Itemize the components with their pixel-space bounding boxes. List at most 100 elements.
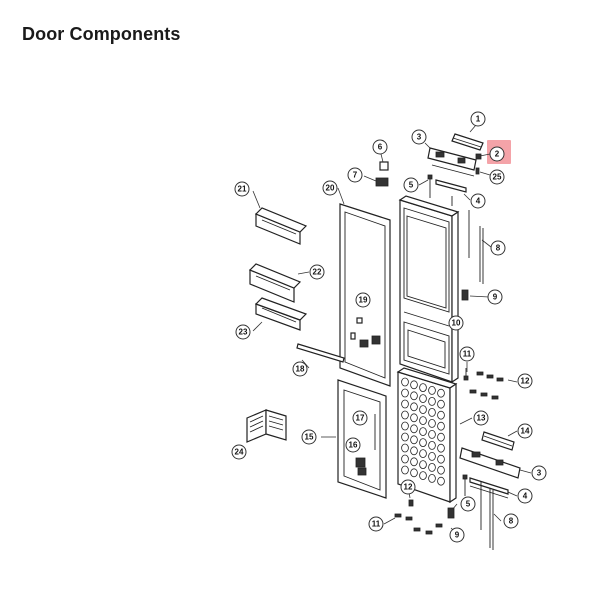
door-dimple	[401, 421, 409, 431]
door-dimple	[410, 446, 418, 456]
svg-text:20: 20	[326, 184, 335, 193]
door-dimple	[437, 399, 445, 409]
door-dimple	[437, 454, 445, 464]
callout-6: 6	[372, 139, 388, 155]
svg-text:19: 19	[359, 296, 368, 305]
svg-text:25: 25	[493, 173, 502, 182]
door-dimple	[437, 388, 445, 398]
callout-22: 22	[309, 264, 325, 280]
door-dimple	[419, 449, 427, 459]
part-4-lower-plate	[469, 477, 509, 499]
callout-20: 20	[322, 180, 338, 196]
svg-text:7: 7	[353, 171, 358, 180]
door-dimple	[437, 476, 445, 486]
callout-9: 9	[487, 289, 503, 305]
part-3-hinge-bracket	[427, 147, 477, 177]
part-8-rod	[468, 210, 484, 284]
door-dimple	[410, 457, 418, 467]
leader-lines	[252, 124, 532, 536]
callout-4: 4	[470, 193, 486, 209]
callout-13: 13	[473, 410, 489, 426]
door-dimple	[410, 468, 418, 478]
part-10-upper-door	[398, 195, 460, 384]
door-dimple	[401, 465, 409, 475]
callout-23: 23	[235, 324, 251, 340]
door-dimple	[419, 383, 427, 393]
svg-text:18: 18	[296, 365, 305, 374]
door-dimple	[401, 388, 409, 398]
callout-24: 24	[231, 444, 247, 460]
part-23-door-bin	[254, 297, 308, 331]
svg-text:3: 3	[537, 469, 542, 478]
callout-2: 2	[489, 146, 505, 162]
svg-text:13: 13	[477, 414, 486, 423]
callout-12-lower: 12	[400, 479, 416, 495]
door-dimple	[410, 391, 418, 401]
part-3-lower-hinge-bracket	[459, 447, 521, 479]
svg-text:1: 1	[476, 115, 481, 124]
door-dimple	[437, 432, 445, 442]
door-dimple	[419, 460, 427, 470]
svg-text:23: 23	[239, 328, 248, 337]
svg-text:4: 4	[476, 197, 481, 206]
part-8-lower-rods	[480, 482, 494, 550]
door-dimple	[419, 405, 427, 415]
part-14-hinge-cover	[481, 431, 515, 451]
door-dimple	[428, 385, 436, 395]
svg-text:11: 11	[372, 520, 381, 529]
door-dimple	[428, 451, 436, 461]
part-15-lower-gasket	[337, 379, 387, 499]
door-dimple	[437, 443, 445, 453]
callout-15: 15	[301, 429, 317, 445]
callout-1: 1	[470, 111, 486, 127]
part-12-fasteners	[469, 371, 504, 400]
door-dimple	[428, 429, 436, 439]
door-dimple	[410, 435, 418, 445]
svg-text:4: 4	[523, 492, 528, 501]
door-dimple	[401, 443, 409, 453]
svg-text:6: 6	[378, 143, 383, 152]
door-dimple	[401, 399, 409, 409]
svg-text:8: 8	[496, 244, 501, 253]
svg-text:15: 15	[305, 433, 314, 442]
door-dimple	[410, 402, 418, 412]
door-dimple	[428, 407, 436, 417]
door-dimple	[419, 416, 427, 426]
part-5-screw	[427, 174, 433, 198]
part-5-lower-screw	[462, 474, 468, 496]
part-13-lower-door	[396, 367, 458, 504]
callout-25: 25	[489, 169, 505, 185]
callout-8: 8	[490, 240, 506, 256]
part-11-12-lower-fasteners	[394, 499, 443, 535]
svg-text:5: 5	[409, 181, 414, 190]
callout-14: 14	[517, 423, 533, 439]
svg-text:9: 9	[455, 531, 460, 540]
callout-16: 16	[345, 437, 361, 453]
door-dimple	[419, 394, 427, 404]
svg-text:21: 21	[238, 185, 247, 194]
callout-18: 18	[292, 361, 308, 377]
part-11-screws	[463, 368, 469, 381]
svg-text:11: 11	[463, 350, 472, 359]
part-19-clip	[356, 317, 363, 324]
door-dimple	[428, 440, 436, 450]
door-dimple	[419, 427, 427, 437]
callout-12: 12	[517, 373, 533, 389]
callout-9-lower: 9	[449, 527, 465, 543]
callout-8-lower: 8	[503, 513, 519, 529]
callout-5-lower: 5	[460, 496, 476, 512]
page-title: Door Components	[22, 24, 181, 44]
door-dimple	[428, 462, 436, 472]
svg-text:16: 16	[349, 441, 358, 450]
part-25-pin	[475, 167, 480, 175]
callout-19: 19	[355, 292, 371, 308]
part-9-latch	[461, 289, 469, 301]
svg-text:5: 5	[466, 500, 471, 509]
door-dimple	[428, 418, 436, 428]
svg-text:17: 17	[356, 414, 365, 423]
door-dimple	[419, 471, 427, 481]
part-16-clips	[355, 457, 367, 476]
callout-21: 21	[234, 181, 250, 197]
part-21-door-bin	[254, 207, 308, 245]
callout-11-lower: 11	[368, 516, 384, 532]
